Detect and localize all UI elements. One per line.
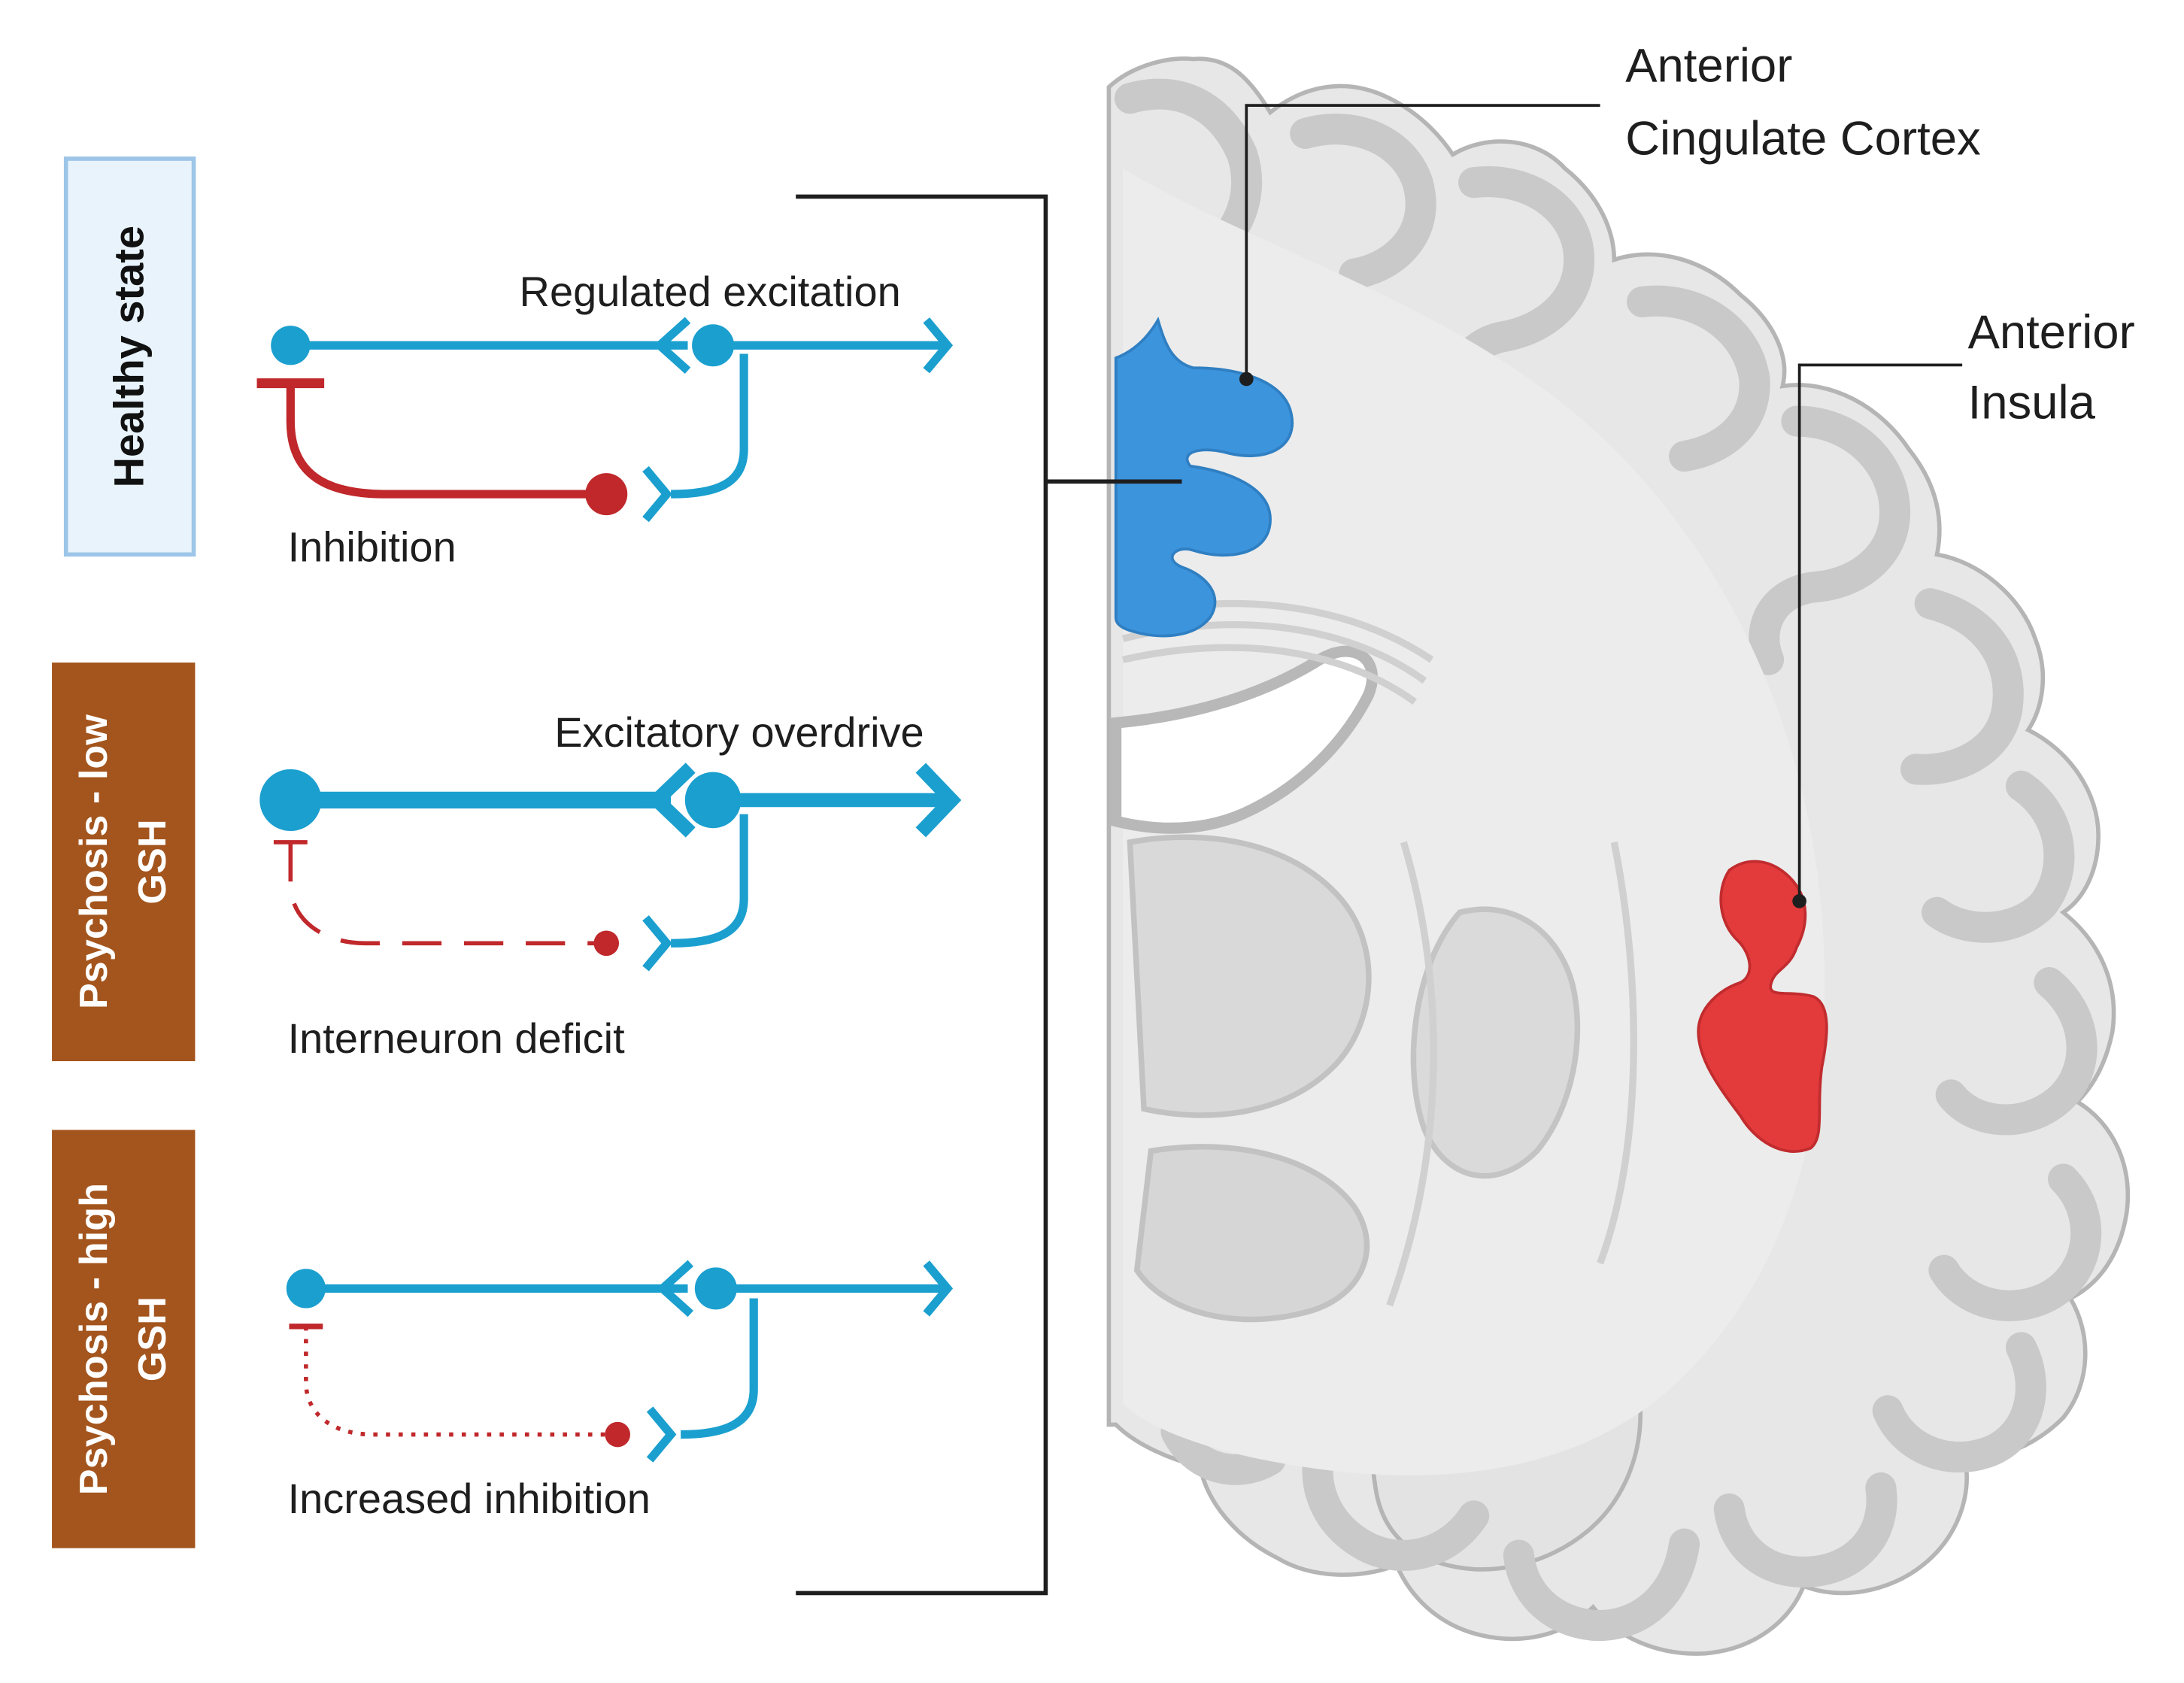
circuit-high-gsh [286, 1260, 954, 1463]
thalamus [1133, 1144, 1370, 1323]
acc-leader-line [1245, 104, 1600, 380]
healthy-bottom-label: Inhibition [288, 523, 457, 571]
pyramidal-soma-1 [286, 1269, 326, 1308]
psychosis-low-label-line2: GSH [131, 819, 174, 904]
low-gsh-bottom-label: Interneuron deficit [288, 1014, 625, 1062]
pyramidal-soma-1 [271, 326, 311, 365]
collateral-axon [681, 1298, 758, 1439]
gyri-pattern [1114, 78, 2102, 1641]
inhibitory-axon-dotted [304, 1326, 612, 1437]
synapse-2 [923, 317, 954, 374]
healthy-state-label: Healthy state [105, 226, 152, 487]
synapse-3 [646, 1406, 677, 1463]
psychosis-high-label-line1: Psychosis - high [72, 1183, 116, 1495]
synapse-1 [653, 317, 691, 375]
putamen [1410, 906, 1581, 1179]
interneuron-soma [593, 930, 620, 957]
insula-leader-line [1797, 363, 1963, 902]
caudate [1127, 834, 1372, 1118]
collateral-axon [671, 353, 748, 499]
psychosis-high-label-line2: GSH [131, 1296, 174, 1381]
interneuron-soma [605, 1421, 630, 1448]
low-gsh-top-label: Excitatory overdrive [554, 708, 924, 756]
acc-label-line2: Cingulate Cortex [1625, 112, 1981, 165]
synapse-3 [642, 915, 672, 972]
healthy-top-label: Regulated excitation [520, 268, 901, 315]
insula-leader-dot [1792, 893, 1806, 908]
acc-region [1114, 316, 1294, 638]
synapse-2 [923, 1260, 954, 1317]
inhibitory-axon-dashed [288, 841, 601, 946]
psychosis-high-gsh-box: Psychosis - high GSH [52, 1130, 196, 1548]
synapse-1 [646, 763, 696, 838]
high-gsh-bottom-label: Increased inhibition [288, 1475, 651, 1522]
circuit-healthy [256, 317, 954, 523]
insula-label-line2: Insula [1968, 376, 2096, 429]
inhibitory-axon [286, 381, 604, 499]
insula-region [1697, 860, 1828, 1153]
lateral-ventricle [1110, 645, 1378, 834]
insula-label-line1: Anterior [1968, 306, 2135, 359]
synapse-1 [656, 1260, 693, 1318]
brain-section [1106, 56, 2131, 1656]
collateral-axon [671, 814, 748, 948]
grouping-bracket [796, 194, 1182, 1596]
healthy-state-box: Healthy state [63, 156, 196, 557]
circuit-low-gsh [259, 763, 962, 972]
psychosis-low-gsh-box: Psychosis - low GSH [52, 663, 196, 1062]
synapse-2 [915, 763, 962, 838]
white-matter [1123, 168, 1825, 1475]
acc-label-line1: Anterior [1625, 39, 1792, 92]
synapse-3 [642, 465, 672, 523]
psychosis-low-label-line1: Psychosis - low [72, 714, 116, 1009]
pyramidal-soma-1 [259, 769, 322, 832]
acc-leader-dot [1239, 371, 1254, 387]
interneuron-soma [585, 473, 628, 516]
